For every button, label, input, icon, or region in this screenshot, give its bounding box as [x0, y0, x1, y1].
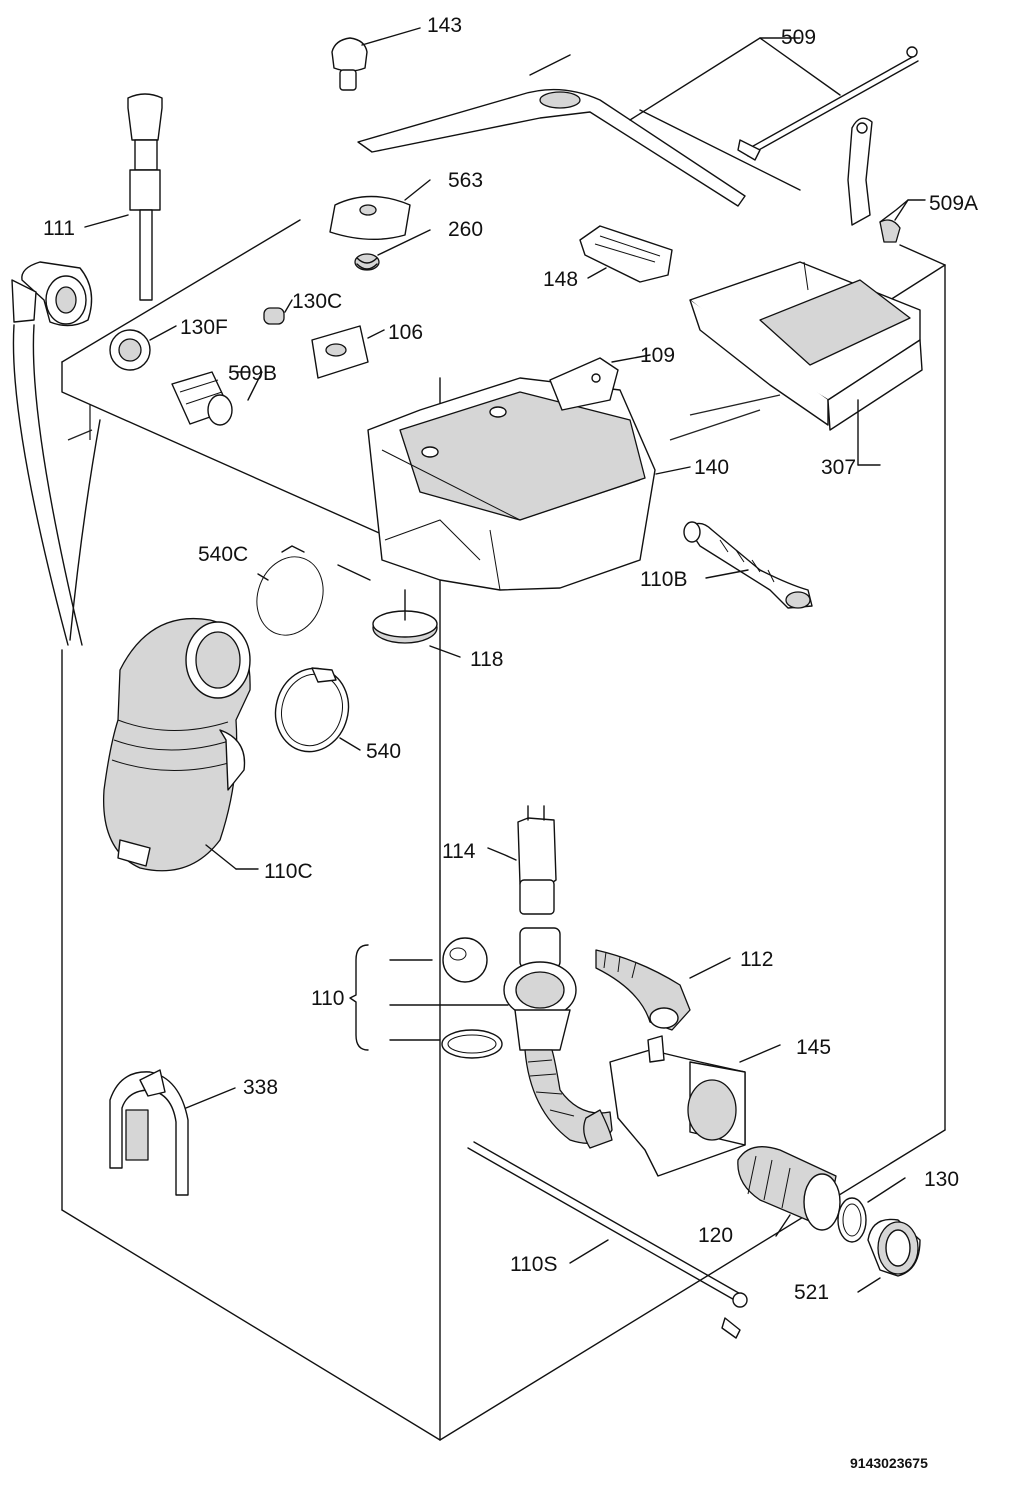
label-143: 143 [427, 14, 462, 37]
part-509b-fitting [171, 371, 251, 426]
part-540c-clamp [256, 545, 324, 636]
part-130f-plug [109, 325, 177, 371]
part-509-lever [357, 37, 919, 207]
part-338-clip [109, 1069, 236, 1196]
part-114-sensor [487, 805, 557, 915]
part-110-sump [349, 927, 613, 1144]
label-110b: 110B [640, 568, 688, 591]
label-260: 260 [448, 218, 483, 241]
label-118: 118 [470, 648, 503, 671]
part-521-cap [857, 1218, 921, 1293]
part-143-knob [331, 27, 421, 91]
label-509a: 509A [929, 192, 978, 215]
label-114: 114 [442, 840, 476, 863]
part-106-block [311, 325, 385, 379]
label-130c: 130C [292, 290, 342, 313]
cabinet-outline [61, 54, 946, 1441]
part-labels: 143 509 111 563 260 509A 148 130C 130F 1… [43, 14, 978, 1304]
label-140: 140 [694, 456, 729, 479]
label-130: 130 [924, 1168, 959, 1191]
part-110c-bellows [102, 618, 259, 872]
label-521: 521 [794, 1281, 829, 1304]
part-140-dispenser-housing [367, 354, 691, 591]
part-260-spring [354, 229, 431, 271]
label-120: 120 [698, 1224, 733, 1247]
part-509a-bracket [847, 117, 926, 243]
part-148-switch [579, 225, 673, 283]
part-145-pump [583, 1035, 781, 1177]
label-111: 111 [43, 217, 75, 240]
part-111-inlet-hose [11, 93, 163, 646]
part-130-ring [837, 1177, 906, 1243]
label-148: 148 [543, 268, 578, 291]
label-307: 307 [821, 456, 856, 479]
leader-lines [247, 371, 371, 581]
part-110b-hose [683, 521, 813, 609]
label-112: 112 [740, 948, 773, 971]
label-145: 145 [796, 1036, 831, 1059]
part-130c-spring [263, 299, 293, 325]
part-110s-rod [467, 1141, 748, 1339]
part-120-filter [737, 1146, 841, 1237]
label-540: 540 [366, 740, 401, 763]
label-540c: 540C [198, 543, 248, 566]
part-540-clamp [274, 667, 361, 753]
label-509b: 509B [228, 362, 277, 385]
label-110c: 110C [264, 860, 313, 883]
label-130f: 130F [180, 316, 228, 339]
label-106: 106 [388, 321, 423, 344]
label-509: 509 [781, 26, 816, 49]
document-code: 9143023675 [850, 1455, 928, 1471]
label-109: 109 [640, 344, 675, 367]
part-118-wheel [372, 589, 461, 658]
label-338: 338 [243, 1076, 278, 1099]
label-110: 110 [311, 987, 344, 1010]
part-563-cover [329, 179, 431, 241]
label-110s: 110S [510, 1253, 558, 1276]
part-112-hose [595, 949, 731, 1031]
label-563: 563 [448, 169, 483, 192]
part-307-drawer [689, 261, 923, 466]
